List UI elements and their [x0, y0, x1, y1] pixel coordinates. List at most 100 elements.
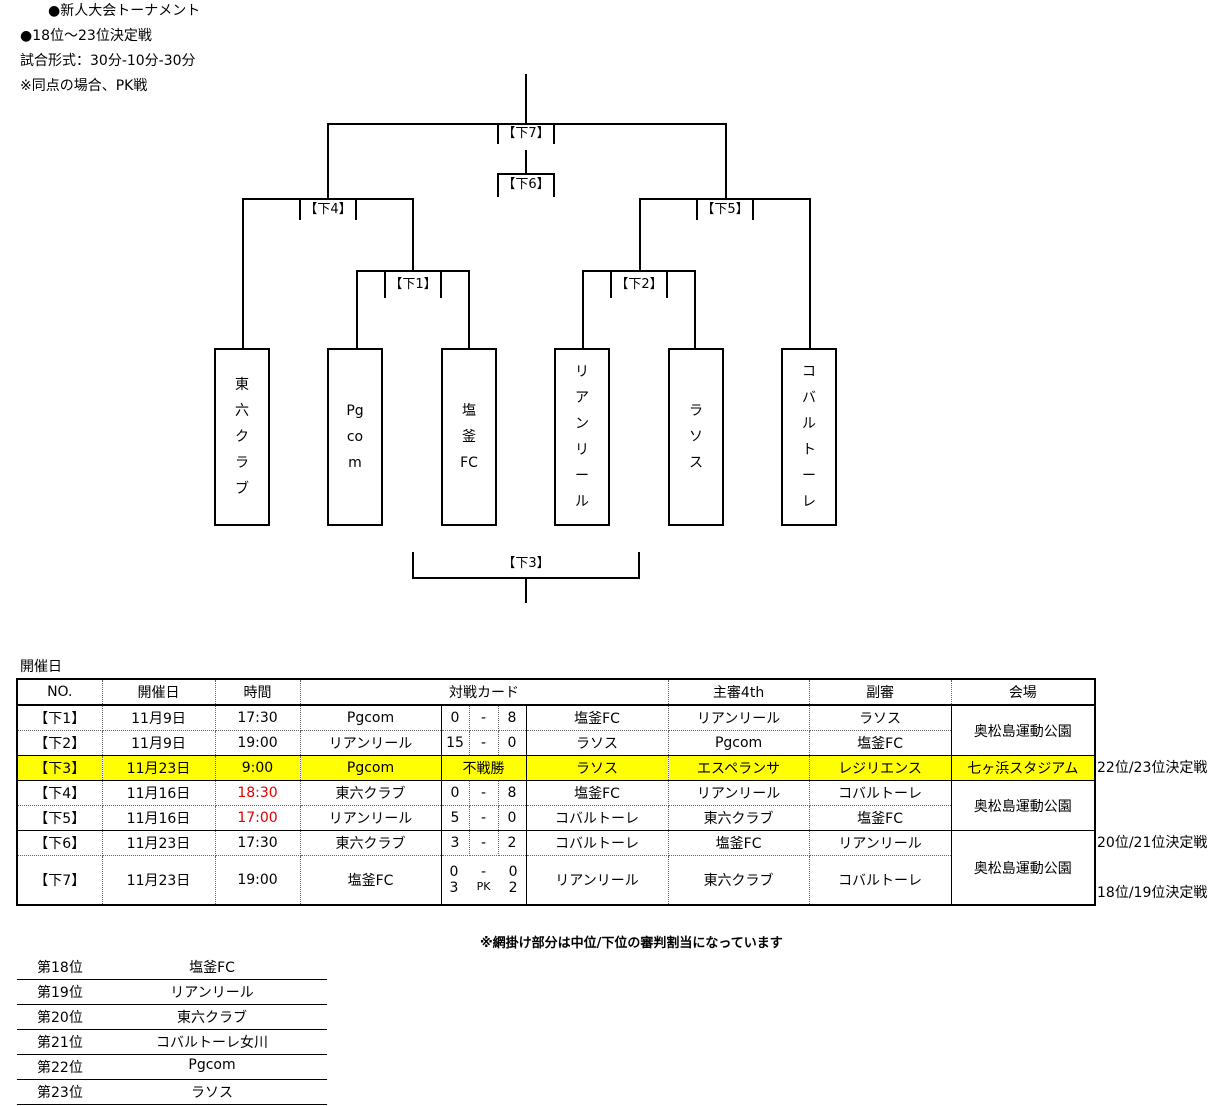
bracket-line: [582, 270, 584, 348]
bracket-line: [525, 150, 527, 174]
rank-team: 塩釜FC: [189, 960, 235, 976]
rank-team: コバルトーレ女川: [156, 1035, 268, 1051]
rank-team: Pgcom: [188, 1057, 236, 1073]
table-row: 【下1】 11月9日 17:30 Pgcom 0 - 8 塩釜FC リアンリール…: [16, 704, 1096, 756]
cell-away-score: 8: [497, 780, 527, 806]
team-box: コバルトーレ: [781, 348, 837, 526]
match-label-1: 【下1】: [389, 277, 437, 292]
rank-position: 第20位: [37, 1010, 83, 1026]
bracket-line: [525, 579, 527, 603]
bracket-line: [412, 577, 640, 579]
team-box: ラソス: [668, 348, 724, 526]
match-label-6: 【下6】: [502, 177, 550, 192]
cell-assistant: コバルトーレ: [808, 780, 952, 806]
table-row: 【下5】 11月16日 17:00 リアンリール 5 - 0 コバルトーレ 東六…: [16, 805, 1095, 831]
cell-time: 18:30: [214, 780, 301, 806]
cell-referee: リアンリール: [667, 780, 810, 806]
cell-away: コバルトーレ: [525, 805, 669, 831]
cell-no: 【下6】: [16, 830, 103, 856]
cell-referee: 東六クラブ: [667, 805, 810, 831]
bracket-line: [696, 200, 698, 220]
cell-date: 11月23日: [101, 855, 216, 906]
cell-away: ラソス: [525, 730, 669, 756]
cell-home-score: 3: [440, 830, 470, 856]
cell-referee: リアンリール: [667, 704, 810, 731]
cell-time: 9:00: [214, 755, 301, 781]
cell-assistant: ラソス: [808, 704, 952, 731]
table-row-highlighted: 【下3】 11月23日 9:00 Pgcom 不戦勝 ラソス エスペランサ レジ…: [16, 755, 1096, 781]
cell-away: 塩釜FC: [525, 780, 669, 806]
tournament-title: ●新人大会トーナメント: [48, 3, 201, 19]
bracket-line: [553, 175, 555, 197]
cell-home: Pgcom: [299, 704, 442, 731]
bracket-line: [582, 270, 696, 272]
ranking-row: 第19位リアンリール: [17, 980, 327, 1005]
tournament-subtitle: ●18位～23位決定戦: [20, 28, 152, 44]
pk-home-score: 3: [449, 880, 459, 896]
rank-position: 第19位: [37, 985, 83, 1001]
pk-line: 3 PK 2: [442, 880, 525, 896]
cell-sep: -: [468, 704, 499, 731]
score-line: 0 - 0: [442, 864, 525, 880]
bracket-line: [355, 200, 357, 220]
bracket-line: [440, 272, 442, 298]
cell-no: 【下7】: [16, 855, 103, 906]
header-date: 開催日: [101, 678, 216, 706]
cell-referee: 塩釜FC: [667, 830, 810, 856]
cell-assistant: 塩釜FC: [808, 805, 952, 831]
pk-away-score: 2: [508, 880, 518, 896]
table-row: 【下7】 11月23日 19:00 塩釜FC 0 - 0 3 PK 2 リアンリ…: [16, 855, 1095, 906]
cell-sep: -: [468, 830, 499, 856]
cell-date: 11月9日: [101, 730, 216, 756]
pk-label: PK: [476, 880, 491, 893]
bracket-line: [327, 123, 329, 199]
rank-position: 第21位: [37, 1035, 83, 1051]
table-row: 【下6】 11月23日 17:30 東六クラブ 3 - 2 コバルトーレ 塩釜F…: [16, 830, 1096, 906]
cell-date: 11月16日: [101, 780, 216, 806]
cell-referee: 東六クラブ: [667, 855, 810, 906]
match-label-5: 【下5】: [701, 202, 749, 217]
bracket-line: [638, 552, 640, 578]
bracket-line: [384, 272, 386, 298]
cell-time: 17:00: [214, 805, 301, 831]
bracket-line: [299, 200, 301, 220]
table-row: 【下4】 11月16日 18:30 東六クラブ 0 - 8 塩釜FC リアンリー…: [16, 780, 1096, 831]
cell-away: リアンリール: [525, 855, 669, 906]
ranking-row: 第18位塩釜FC: [17, 955, 327, 980]
bracket-line: [412, 198, 414, 271]
cell-date: 11月16日: [101, 805, 216, 831]
team-name: Pgcom: [346, 403, 364, 471]
cell-score-pk: 0 - 0 3 PK 2: [440, 855, 527, 906]
bracket-line: [525, 74, 527, 124]
bracket-line: [809, 198, 811, 348]
cell-home: リアンリール: [299, 730, 442, 756]
cell-no: 【下4】: [16, 780, 103, 806]
bracket-line: [553, 125, 555, 144]
match-format: 試合形式：30分-10分-30分: [20, 53, 196, 69]
team-box: リアンリール: [554, 348, 610, 526]
cell-no: 【下2】: [16, 730, 103, 756]
shading-note: ※網掛け部分は中位/下位の審判割当になっています: [480, 936, 783, 951]
team-name: コバルトーレ: [802, 364, 816, 510]
bracket-line: [610, 272, 612, 298]
cell-away-score: 2: [497, 830, 527, 856]
ranking-row: 第20位東六クラブ: [17, 1005, 327, 1030]
table-header-row: NO. 開催日 時間 対戦カード 主審4th 副審 会場: [16, 678, 1096, 706]
bracket-line: [666, 272, 668, 298]
team-box: 塩釜FC: [441, 348, 497, 526]
bracket-line: [412, 552, 414, 578]
cell-sep: -: [468, 805, 499, 831]
cell-assistant: 塩釜FC: [808, 730, 952, 756]
home-score: 0: [449, 864, 459, 880]
cell-date: 11月23日: [101, 755, 216, 781]
pk-note: ※同点の場合、PK戦: [20, 78, 148, 94]
bracket-line: [242, 198, 414, 200]
cell-no: 【下3】: [16, 755, 103, 781]
cell-time: 17:30: [214, 830, 301, 856]
cell-home-score: 0: [440, 704, 470, 731]
rank-position: 第22位: [37, 1060, 83, 1076]
header-venue: 会場: [950, 678, 1096, 706]
cell-home: 東六クラブ: [299, 780, 442, 806]
side-label-18-19: 18位/19位決定戦: [1097, 885, 1208, 901]
cell-home: 塩釜FC: [299, 855, 442, 906]
